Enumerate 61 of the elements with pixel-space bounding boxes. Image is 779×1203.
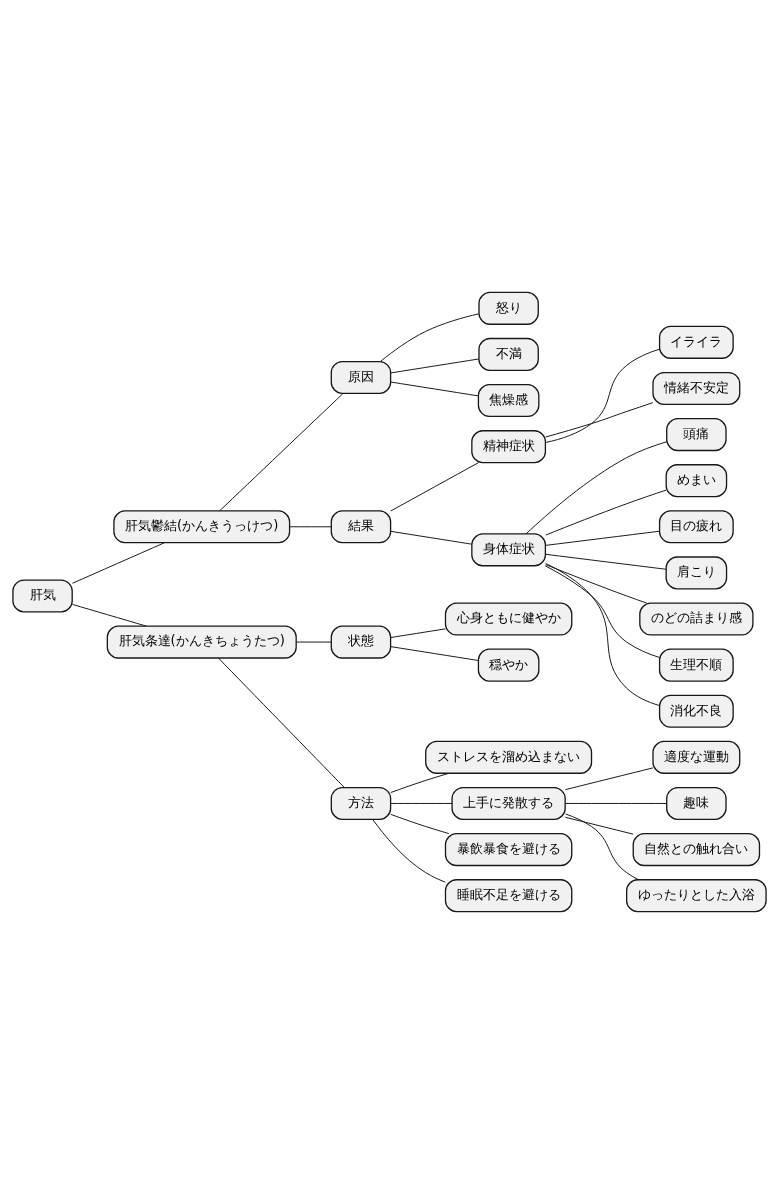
connector xyxy=(71,541,165,584)
node-box: 肩こり xyxy=(665,555,728,589)
connector xyxy=(545,553,667,570)
node-box: ストレスを溜め込まない xyxy=(425,740,593,774)
connector xyxy=(544,564,660,658)
connector xyxy=(565,812,639,880)
node-box: 方法 xyxy=(330,786,392,820)
node-box: 生理不順 xyxy=(658,648,734,682)
node-box: イライラ xyxy=(658,325,734,359)
connector xyxy=(71,603,147,627)
connector xyxy=(390,802,453,804)
connector xyxy=(545,530,660,546)
connector xyxy=(545,401,654,437)
connector xyxy=(289,525,332,527)
connector xyxy=(545,563,648,604)
node-box: 目の疲れ xyxy=(658,509,734,543)
node-box: 怒り xyxy=(478,291,539,325)
connector xyxy=(390,645,479,661)
connector xyxy=(390,381,479,396)
connector xyxy=(390,813,450,834)
connector xyxy=(545,562,660,706)
node-box: 肝気鬱結(かんきうっけつ) xyxy=(113,509,291,543)
node-box: 適度な運動 xyxy=(652,740,741,774)
connector xyxy=(390,357,480,373)
node-box: のどの詰まり感 xyxy=(639,601,754,636)
node-box: 状態 xyxy=(330,625,392,659)
connector xyxy=(525,440,668,534)
connector xyxy=(545,489,667,536)
node-box: 自然との触れ合い xyxy=(632,832,761,866)
node-box: 肝気 xyxy=(12,578,73,613)
node-box: 結果 xyxy=(330,509,392,543)
connector xyxy=(564,816,634,835)
node-box: 精神症状 xyxy=(471,429,547,463)
node-box: 頭痛 xyxy=(666,417,727,451)
connector xyxy=(390,627,446,638)
connector xyxy=(564,766,654,790)
node-box: 穏やか xyxy=(477,648,540,682)
node-box: 焦燥感 xyxy=(477,383,540,417)
connector xyxy=(372,818,446,883)
node-box: 睡眠不足を避ける xyxy=(444,878,573,912)
node-box: 消化不良 xyxy=(658,694,734,728)
connector xyxy=(219,392,344,511)
connector xyxy=(379,312,480,362)
connector xyxy=(545,348,660,443)
node-box: 情緒不安定 xyxy=(652,371,741,405)
connector xyxy=(390,772,450,793)
connector xyxy=(390,461,479,511)
node-box: 不満 xyxy=(478,337,539,371)
node-box: 心身ともに健やか xyxy=(444,601,573,636)
node-box: ゆったりとした入浴 xyxy=(626,878,767,912)
node-box: 肝気条達(かんきちょうたつ) xyxy=(106,625,297,659)
node-box: 趣味 xyxy=(666,786,727,820)
connector xyxy=(390,530,473,545)
connector xyxy=(295,641,332,643)
node-box: 身体症状 xyxy=(471,532,547,566)
node-box: 原因 xyxy=(330,360,392,394)
connector xyxy=(564,802,668,804)
node-box: 暴飲暴食を避ける xyxy=(444,832,573,866)
node-box: めまい xyxy=(665,463,728,497)
node-box: 上手に発散する xyxy=(451,786,566,820)
connector xyxy=(218,657,345,788)
